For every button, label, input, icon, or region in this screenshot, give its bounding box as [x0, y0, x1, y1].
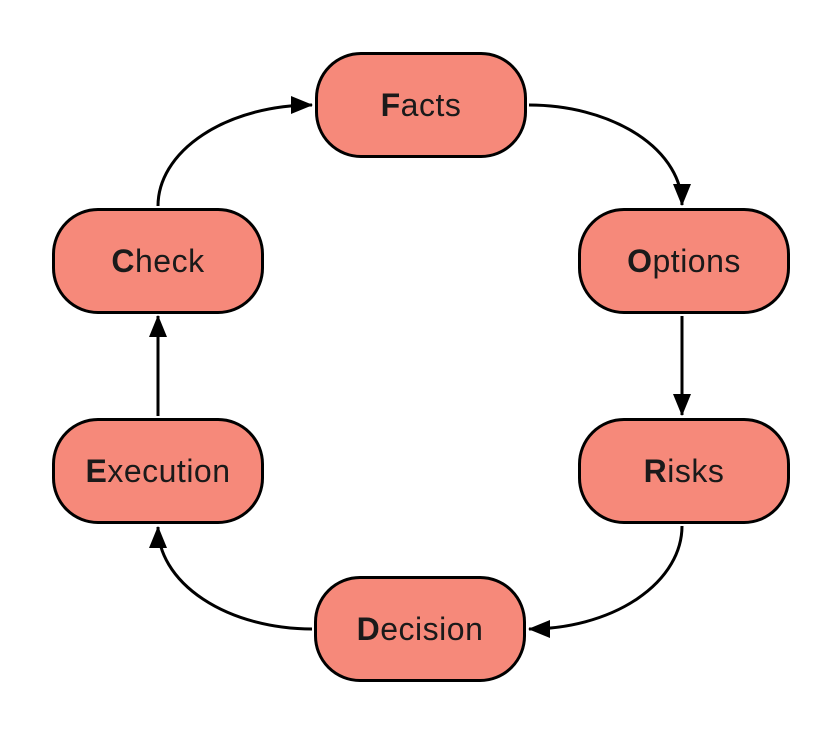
edge-decision-to-execution	[149, 526, 313, 631]
node-check-initial: C	[111, 242, 135, 279]
edge-risks-to-decision	[528, 525, 684, 638]
node-facts-label: acts	[400, 86, 462, 123]
edge-facts-to-options	[528, 103, 691, 206]
node-execution-label: xecution	[107, 452, 231, 489]
node-risks-label: isks	[667, 452, 725, 489]
node-decision-label: ecision	[380, 610, 484, 647]
node-execution-initial: E	[85, 452, 108, 489]
node-options-initial: O	[627, 242, 653, 279]
node-decision-initial: D	[356, 610, 381, 647]
node-check-label: heck	[135, 242, 205, 279]
node-facts-initial: F	[380, 86, 401, 123]
node-options-label: ptions	[652, 242, 741, 279]
node-risks-initial: R	[643, 452, 668, 489]
edge-check-to-facts	[156, 96, 313, 207]
